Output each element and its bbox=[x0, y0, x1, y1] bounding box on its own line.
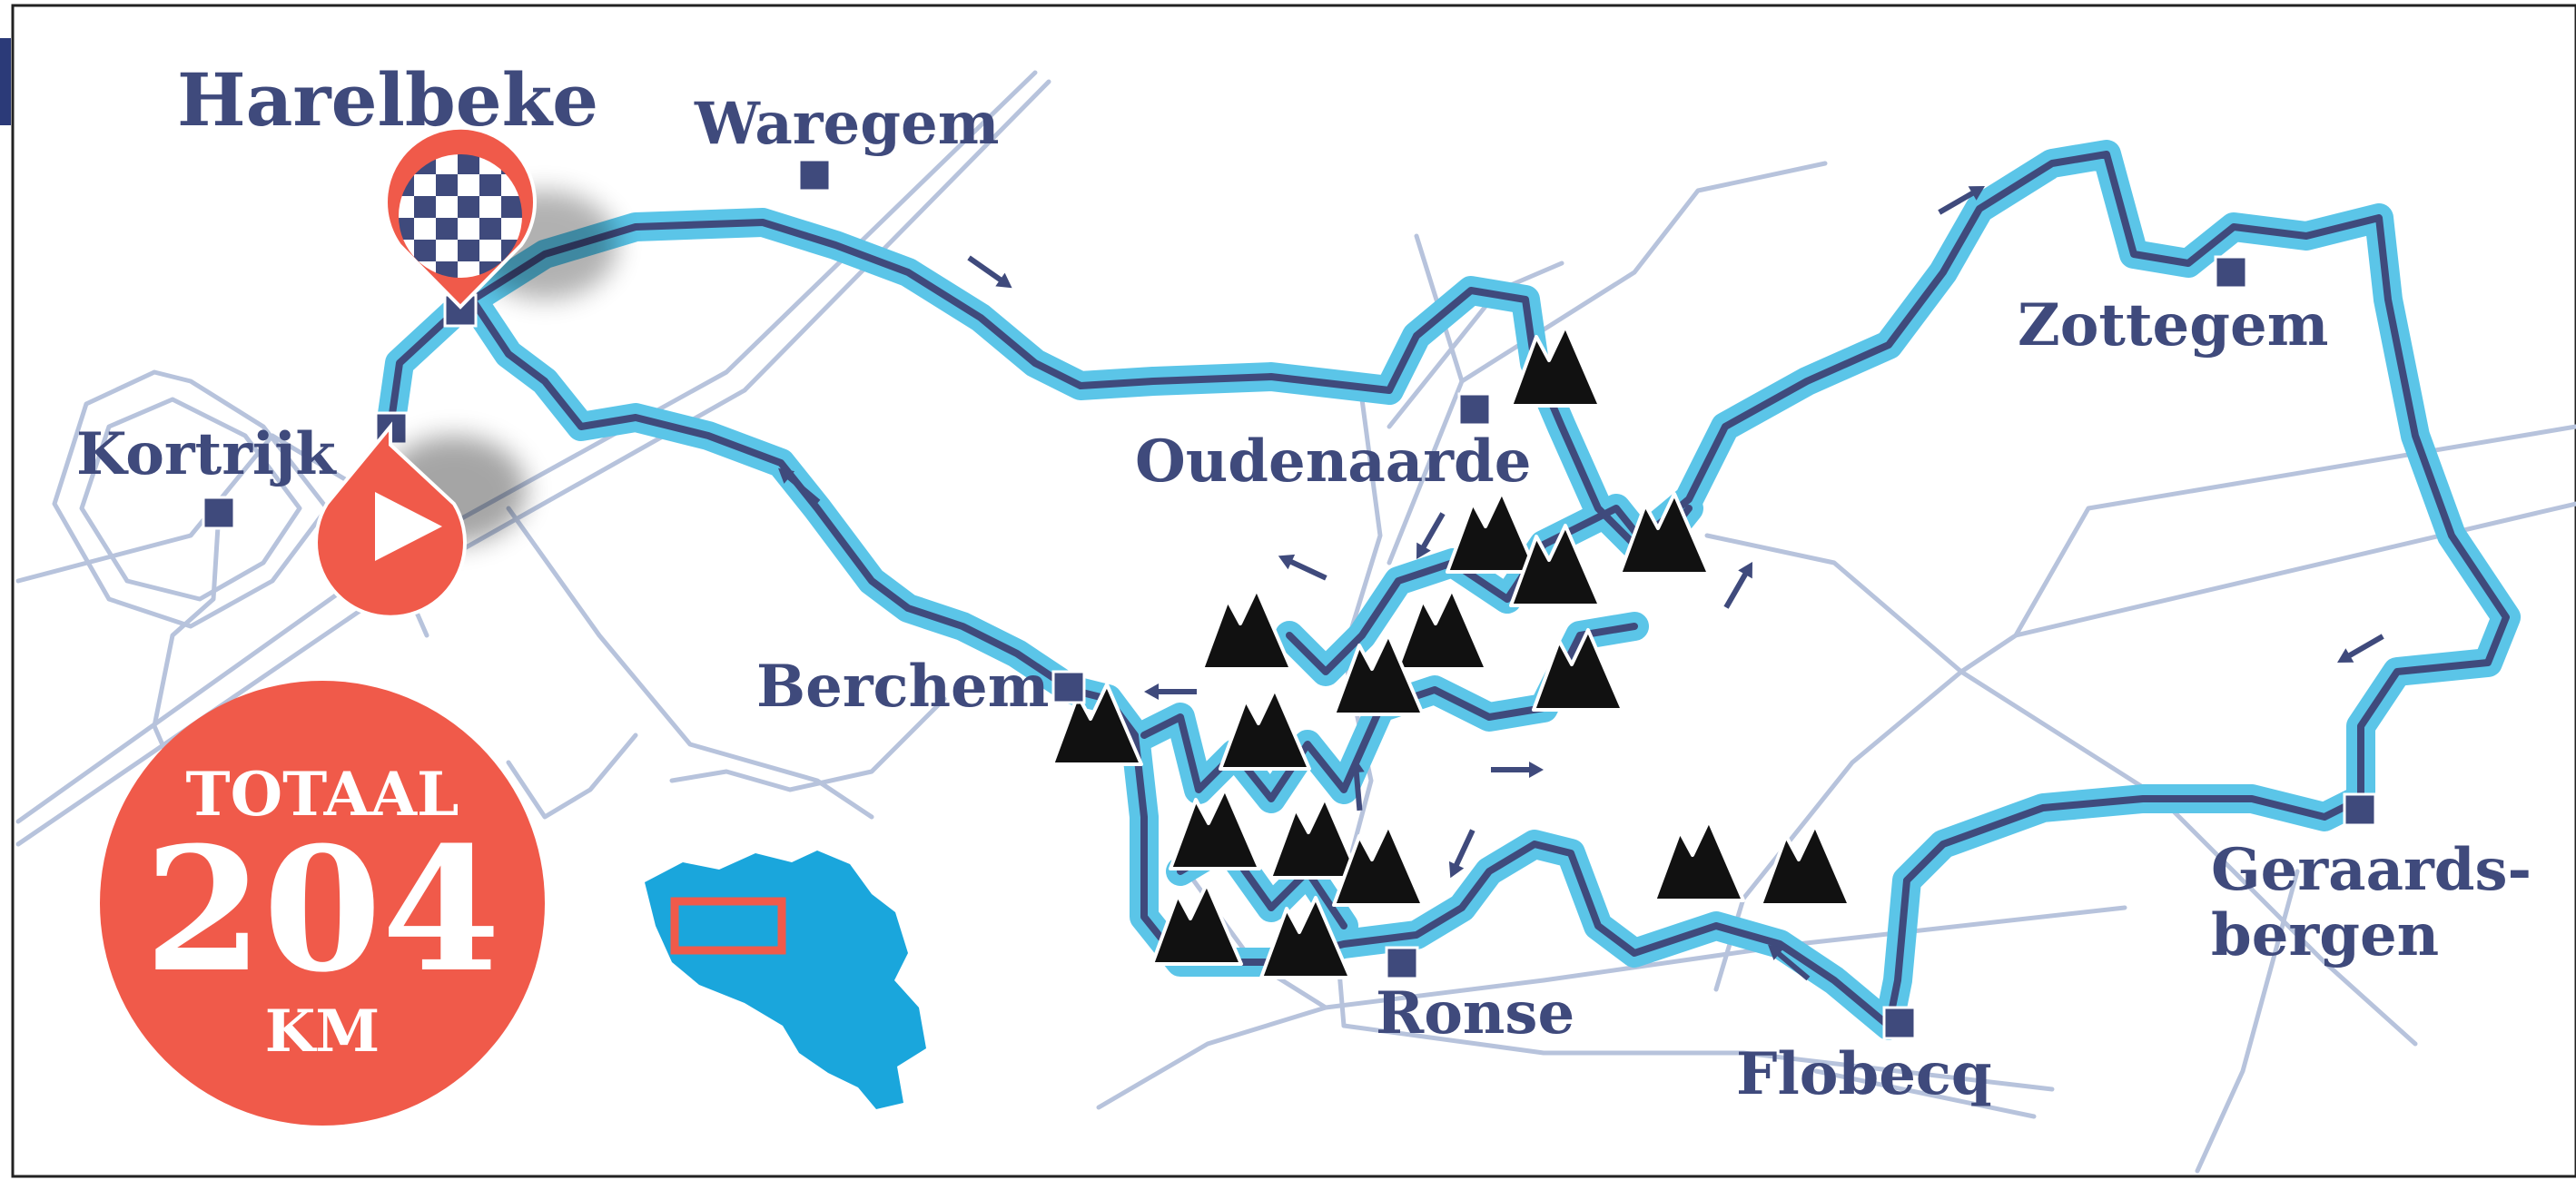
mountain-icon bbox=[1169, 787, 1261, 870]
town-marker bbox=[2214, 255, 2248, 290]
town-marker bbox=[2343, 792, 2377, 827]
total-unit: KM bbox=[265, 998, 380, 1066]
town-labels: Harelbeke Waregem Kortrijk Oudenaarde Be… bbox=[76, 57, 2532, 1108]
play-icon bbox=[375, 492, 442, 561]
town-label-kortrijk: Kortrijk bbox=[76, 420, 337, 488]
mountain-icon bbox=[1332, 823, 1425, 907]
mountain-icon bbox=[1759, 823, 1851, 907]
town-marker bbox=[202, 496, 236, 530]
start-marker bbox=[314, 421, 527, 619]
town-label-geraardsbergen-1: Geraards- bbox=[2211, 836, 2532, 904]
town-marker bbox=[1457, 392, 1492, 427]
belgium-inset bbox=[645, 851, 926, 1109]
town-marker bbox=[1051, 670, 1086, 704]
map-frame bbox=[11, 4, 2576, 1178]
arrow-icon bbox=[1719, 558, 1760, 612]
total-value: 204 bbox=[144, 810, 500, 1010]
checkered-flag-icon bbox=[399, 154, 522, 278]
town-marker bbox=[1385, 946, 1419, 980]
town-label-geraardsbergen-2: bergen bbox=[2211, 901, 2439, 969]
mountain-icon bbox=[1446, 490, 1538, 574]
edge-tab bbox=[0, 38, 11, 125]
town-label-waregem: Waregem bbox=[694, 90, 999, 158]
region-highlight bbox=[670, 897, 786, 955]
town-marker bbox=[797, 158, 832, 192]
arrow-icon bbox=[2334, 629, 2387, 670]
arrow-icon bbox=[1144, 683, 1197, 700]
town-label-ronse: Ronse bbox=[1376, 979, 1574, 1047]
total-label: TOTAAL bbox=[186, 759, 459, 830]
finish-marker bbox=[384, 125, 617, 310]
town-label-oudenaarde: Oudenaarde bbox=[1135, 428, 1531, 496]
town-label-berchem: Berchem bbox=[756, 653, 1049, 721]
start-town-label: Harelbeke bbox=[177, 57, 598, 143]
total-circle bbox=[100, 681, 545, 1126]
town-label-zottegem: Zottegem bbox=[2018, 291, 2328, 359]
town-markers bbox=[202, 158, 2377, 1040]
belgium-shape bbox=[645, 851, 926, 1109]
mountain-icon bbox=[1268, 796, 1361, 880]
arrow-icon bbox=[964, 251, 1017, 295]
arrow-icon bbox=[1275, 548, 1329, 585]
mountain-icon bbox=[1396, 587, 1488, 671]
total-badge: TOTAAL 204 KM bbox=[100, 681, 545, 1126]
mountain-icon bbox=[1653, 819, 1745, 902]
town-marker bbox=[1882, 1006, 1917, 1040]
mountain-icon bbox=[1219, 687, 1311, 771]
town-label-flobecq: Flobecq bbox=[1736, 1040, 1992, 1108]
arrow-icon bbox=[1491, 762, 1544, 778]
